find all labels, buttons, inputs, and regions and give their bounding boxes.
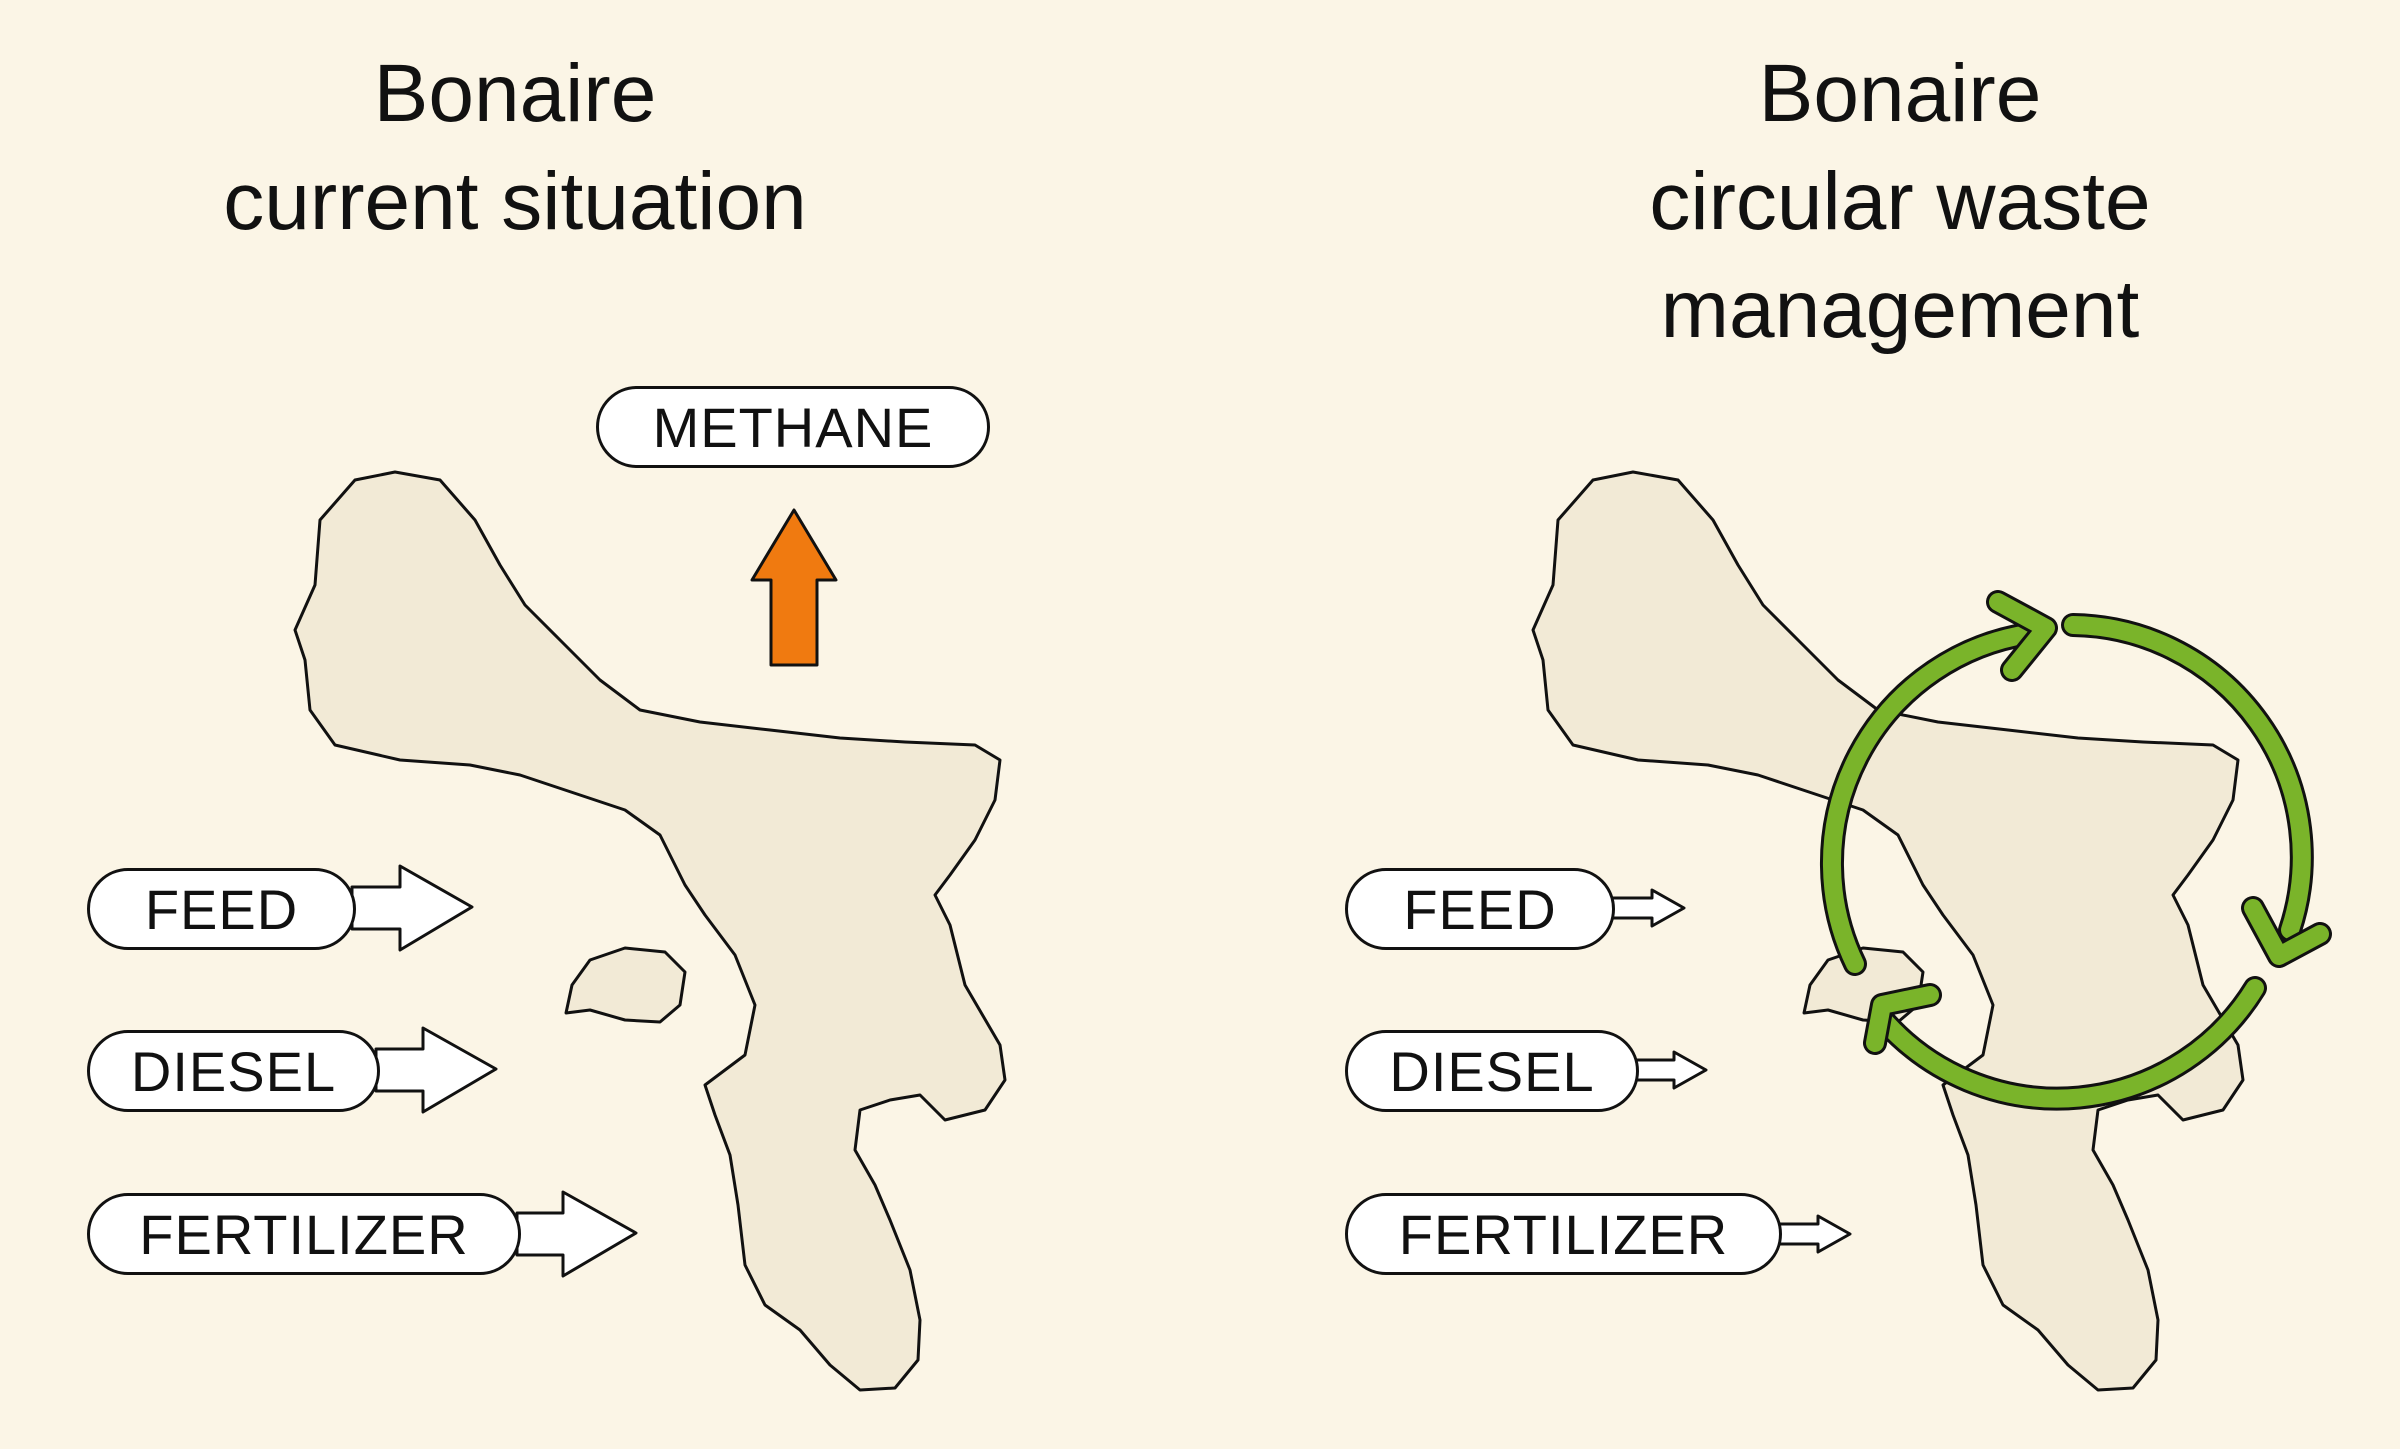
fertilizer-arrow-icon-right (1776, 1214, 1852, 1254)
fertilizer-text-left: FERTILIZER (139, 1202, 469, 1266)
fertilizer-label-left: FERTILIZER (87, 1193, 521, 1275)
methane-up-arrow-icon (750, 508, 838, 667)
fertilizer-text-right: FERTILIZER (1398, 1202, 1729, 1266)
feed-arrow-icon-right (1610, 888, 1686, 928)
diesel-text-left: DIESEL (130, 1039, 337, 1103)
left-title-line2: current situation (223, 156, 807, 247)
circular-recycle-arrows-icon (1820, 590, 2332, 1111)
left-panel-title: Bonaire current situation (115, 40, 915, 256)
methane-label: METHANE (596, 386, 990, 468)
feed-text-left: FEED (144, 877, 299, 941)
right-title-line2: circular waste (1649, 156, 2151, 247)
feed-label-left: FEED (87, 868, 356, 950)
right-title-line3: management (1660, 264, 2140, 355)
left-title-line1: Bonaire (373, 48, 657, 139)
fertilizer-arrow-icon-left (515, 1190, 638, 1278)
methane-text: METHANE (652, 395, 934, 459)
diesel-label-left: DIESEL (87, 1030, 380, 1112)
right-title-line1: Bonaire (1758, 48, 2042, 139)
diesel-label-right: DIESEL (1345, 1030, 1639, 1112)
feed-text-right: FEED (1403, 877, 1557, 941)
fertilizer-label-right: FERTILIZER (1345, 1193, 1782, 1275)
right-panel-title: Bonaire circular waste management (1500, 40, 2300, 364)
diesel-arrow-icon-left (374, 1026, 498, 1114)
diesel-arrow-icon-right (1634, 1050, 1708, 1090)
feed-label-right: FEED (1345, 868, 1615, 950)
feed-arrow-icon-left (350, 864, 474, 952)
diesel-text-right: DIESEL (1389, 1039, 1595, 1103)
